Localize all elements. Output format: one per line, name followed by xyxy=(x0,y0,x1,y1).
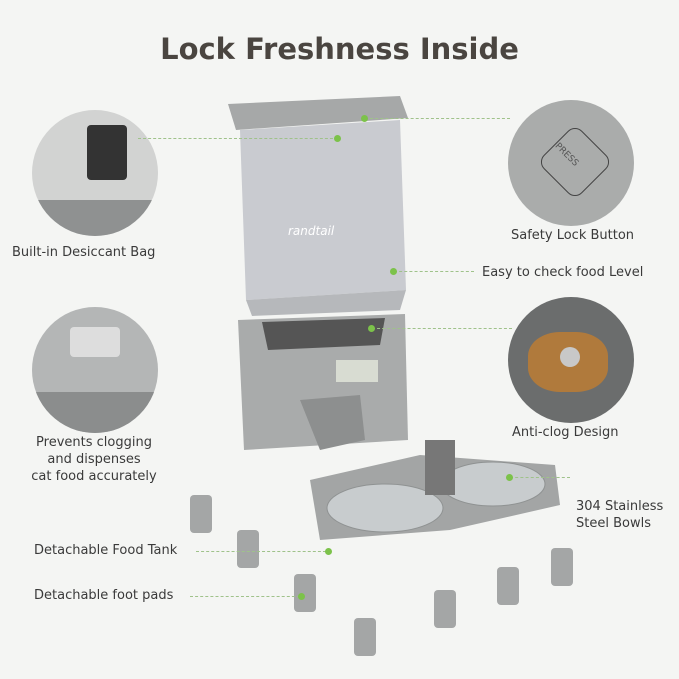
food-tank xyxy=(240,120,406,300)
marker-dot xyxy=(325,548,332,555)
bowl-divider xyxy=(425,440,455,495)
safety-lock-closeup: PRESS xyxy=(508,100,634,226)
leader-foot-pads xyxy=(190,596,300,597)
brand-logo: randtail xyxy=(288,224,335,238)
anti-clog-inner-closeup xyxy=(32,307,158,433)
label-line: cat food accurately xyxy=(31,469,157,484)
foot-pads xyxy=(190,495,573,656)
marker-dot xyxy=(334,135,341,142)
label-desiccant: Built-in Desiccant Bag xyxy=(12,245,156,260)
leader-anti-clog xyxy=(372,328,512,329)
leader-food-tank xyxy=(196,551,326,552)
label-anti-clog-right: Anti-clog Design xyxy=(512,425,619,440)
label-foot-pads: Detachable foot pads xyxy=(34,588,174,603)
steel-bowl-right xyxy=(440,461,546,507)
desiccant-closeup xyxy=(32,110,158,236)
label-safety-lock: Safety Lock Button xyxy=(511,228,635,243)
label-line: Steel Bowls xyxy=(576,516,651,531)
leader-desiccant xyxy=(138,138,338,139)
label-food-tank: Detachable Food Tank xyxy=(34,543,178,558)
page-title: Lock Freshness Inside xyxy=(160,32,519,66)
label-line: 304 Stainless xyxy=(576,499,664,514)
marker-dot xyxy=(506,474,513,481)
label-line: and dispenses xyxy=(47,452,141,467)
marker-dot xyxy=(361,115,368,122)
marker-dot xyxy=(368,325,375,332)
label-anti-clog-left: Prevents clogging and dispenses cat food… xyxy=(14,434,174,485)
anti-clog-closeup xyxy=(508,297,634,423)
leader-bowls xyxy=(510,477,570,478)
display-panel xyxy=(336,360,378,382)
marker-dot xyxy=(390,268,397,275)
label-line: Prevents clogging xyxy=(36,435,152,450)
label-food-level: Easy to check food Level xyxy=(482,265,644,280)
lid xyxy=(228,96,408,130)
leader-safety-lock xyxy=(365,118,510,119)
steel-bowl-left xyxy=(326,483,444,533)
dispenser-chute xyxy=(300,395,365,450)
marker-dot xyxy=(298,593,305,600)
leader-food-level xyxy=(394,271,474,272)
label-bowls: 304 Stainless Steel Bowls xyxy=(576,498,663,532)
